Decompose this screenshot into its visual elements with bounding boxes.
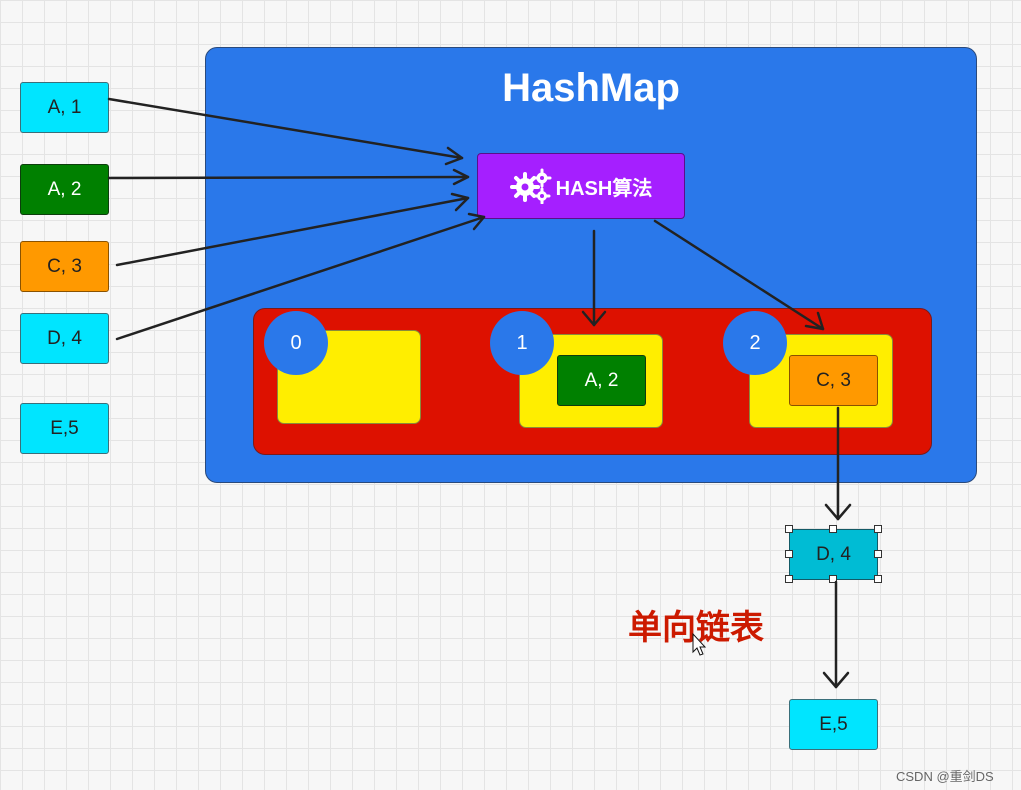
chain-node-d4-label: D, 4 — [816, 543, 851, 565]
input-label-d4: D, 4 — [47, 327, 82, 349]
arrow-d4-to-hash — [115, 215, 486, 341]
arrowhead-bucket-1 — [581, 310, 607, 327]
selection-handle[interactable] — [874, 525, 882, 533]
input-node-a2[interactable]: A, 2 — [20, 164, 109, 215]
input-node-e5[interactable]: E,5 — [20, 403, 109, 454]
selection-handle[interactable] — [829, 575, 837, 583]
bucket-index-2: 2 — [723, 311, 787, 375]
input-node-a1[interactable]: A, 1 — [20, 82, 109, 133]
arrowhead-d4 — [467, 212, 486, 231]
chain-node-e5-label: E,5 — [819, 713, 848, 735]
selection-handle[interactable] — [829, 525, 837, 533]
arrow-hash-to-bucket-2 — [653, 219, 825, 331]
bucket-entry-a2-label: A, 2 — [584, 369, 619, 391]
input-label-c3: C, 3 — [47, 255, 82, 277]
arrowhead-a1 — [444, 146, 464, 166]
hash-function-box[interactable]: HASH算法 — [477, 153, 685, 219]
bucket-entry-c3-label: C, 3 — [816, 369, 851, 391]
input-label-a1: A, 1 — [47, 96, 82, 118]
hash-function-label: HASH算法 — [555, 177, 653, 200]
selection-handle[interactable] — [874, 550, 882, 558]
arrow-a2-to-hash — [107, 175, 470, 180]
arrowhead-e5-chain — [822, 671, 850, 689]
bucket-index-0-label: 0 — [290, 331, 302, 354]
input-node-c3[interactable]: C, 3 — [20, 241, 109, 292]
watermark: CSDN @重剑DS — [896, 769, 994, 784]
bucket-index-1-label: 1 — [516, 331, 528, 354]
bucket-index-0: 0 — [264, 311, 328, 375]
selection-handle[interactable] — [874, 575, 882, 583]
bucket-entry-a2[interactable]: A, 2 — [557, 355, 646, 406]
selection-handle[interactable] — [785, 575, 793, 583]
arrow-c3-to-hash — [115, 196, 470, 267]
hashmap-title: HashMap — [502, 66, 680, 110]
input-label-a2: A, 2 — [47, 178, 82, 200]
arrow-a1-to-hash — [107, 97, 464, 160]
bucket-index-2-label: 2 — [749, 331, 761, 354]
input-node-d4[interactable]: D, 4 — [20, 313, 109, 364]
bucket-index-1: 1 — [490, 311, 554, 375]
gear-icon — [509, 168, 552, 204]
input-label-e5: E,5 — [50, 417, 79, 439]
chain-node-e5[interactable]: E,5 — [789, 699, 878, 750]
arrowhead-d4-chain — [824, 503, 852, 521]
selection-handle[interactable] — [785, 550, 793, 558]
arrowhead-bucket-2 — [804, 311, 825, 331]
bucket-entry-c3[interactable]: C, 3 — [789, 355, 878, 406]
arrowhead-a2 — [452, 168, 470, 186]
arrowhead-c3 — [450, 192, 470, 212]
selection-handle[interactable] — [785, 525, 793, 533]
